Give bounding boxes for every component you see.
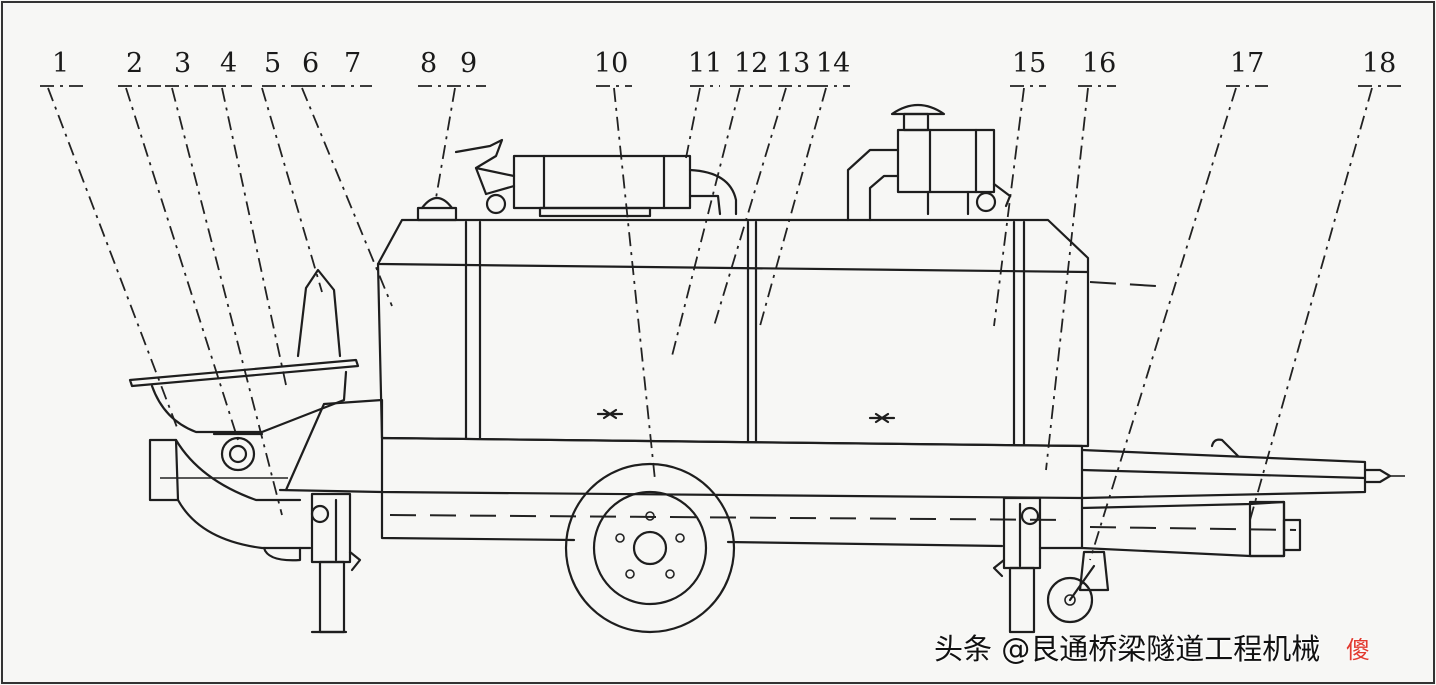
chassis xyxy=(380,436,1405,558)
callout-15: 15 xyxy=(1012,48,1046,79)
callout-3: 3 xyxy=(174,48,191,79)
callout-17: 17 xyxy=(1230,48,1264,79)
callout-4: 4 xyxy=(220,48,237,79)
filler-cap xyxy=(416,196,458,222)
watermark: 头条 @艮通桥梁隧道工程机械 xyxy=(934,626,1320,668)
callout-8: 8 xyxy=(420,48,437,79)
callout-12: 12 xyxy=(734,48,768,79)
housing xyxy=(376,218,1157,448)
callout-11: 11 xyxy=(688,48,722,79)
air-filter xyxy=(846,103,1012,222)
callout-14: 14 xyxy=(816,48,850,79)
callout-1: 1 xyxy=(52,48,69,79)
hopper xyxy=(128,268,384,562)
callout-5: 5 xyxy=(264,48,281,79)
main-wheel xyxy=(564,462,736,634)
front-jack xyxy=(310,492,362,634)
callout-9: 9 xyxy=(460,48,477,79)
callout-7: 7 xyxy=(344,48,361,79)
callout-13: 13 xyxy=(776,48,810,79)
caster-wheel xyxy=(1046,550,1110,624)
callout-16: 16 xyxy=(1082,48,1116,79)
callout-numbers: 1 2 3 4 5 6 7 8 9 10 11 12 13 14 15 16 1… xyxy=(52,48,1396,79)
callout-6: 6 xyxy=(302,48,319,79)
watermark-overlay-glyph: 傻 xyxy=(1346,636,1370,664)
callout-10: 10 xyxy=(594,48,628,79)
muffler xyxy=(454,138,738,218)
callout-2: 2 xyxy=(126,48,143,79)
watermark-text: 头条 @艮通桥梁隧道工程机械 xyxy=(934,632,1321,666)
callout-18: 18 xyxy=(1362,48,1396,79)
leader-lines xyxy=(40,85,1402,561)
rear-jack xyxy=(992,496,1042,634)
